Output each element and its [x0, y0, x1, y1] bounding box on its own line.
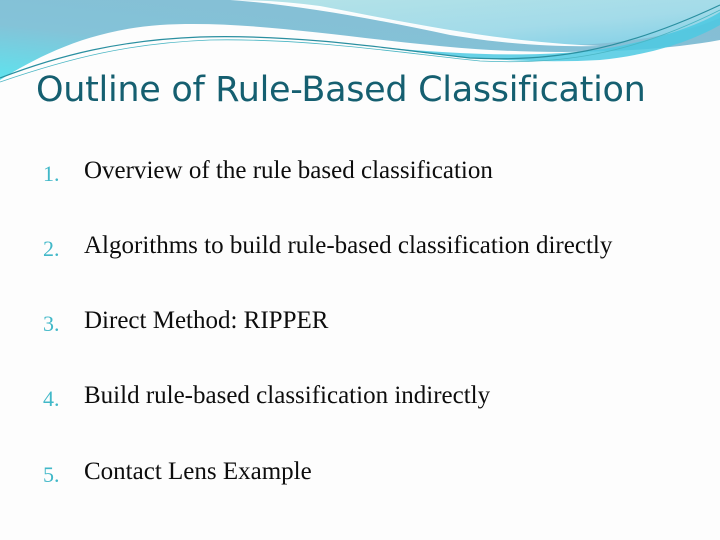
item-text: Direct Method: RIPPER	[84, 307, 329, 334]
item-number: 4.	[43, 386, 60, 411]
item-text: Algorithms to build rule-based classific…	[84, 232, 613, 259]
item-text: Build rule-based classification indirect…	[84, 382, 491, 409]
item-number: 3.	[43, 311, 60, 336]
item-number: 1.	[43, 161, 60, 186]
slide-title: Outline of Rule-Based Classification	[36, 70, 646, 110]
item-number: 5.	[43, 462, 60, 487]
item-text: Contact Lens Example	[84, 458, 312, 485]
item-number: 2.	[43, 236, 60, 261]
item-text: Overview of the rule based classificatio…	[84, 157, 493, 184]
